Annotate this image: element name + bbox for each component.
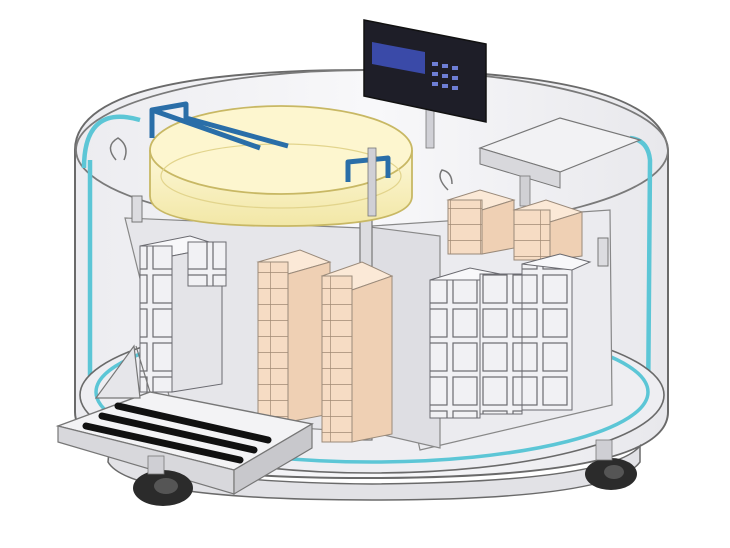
beaker-icon [149,101,435,227]
box-stack-front-left [256,249,332,423]
rack-left [139,235,227,393]
step-icon [55,344,314,496]
wheel-icon [133,439,637,506]
blue-rod-left [149,101,289,151]
box-stack-back-2 [512,199,584,261]
lid-bracket [478,117,642,207]
rack-icon [109,137,609,419]
box-stack-back-1 [446,189,516,255]
control-panel-icon [363,19,487,123]
box-stacks [256,189,584,443]
box-stack-front-right [320,261,394,443]
rack-right [429,253,592,419]
